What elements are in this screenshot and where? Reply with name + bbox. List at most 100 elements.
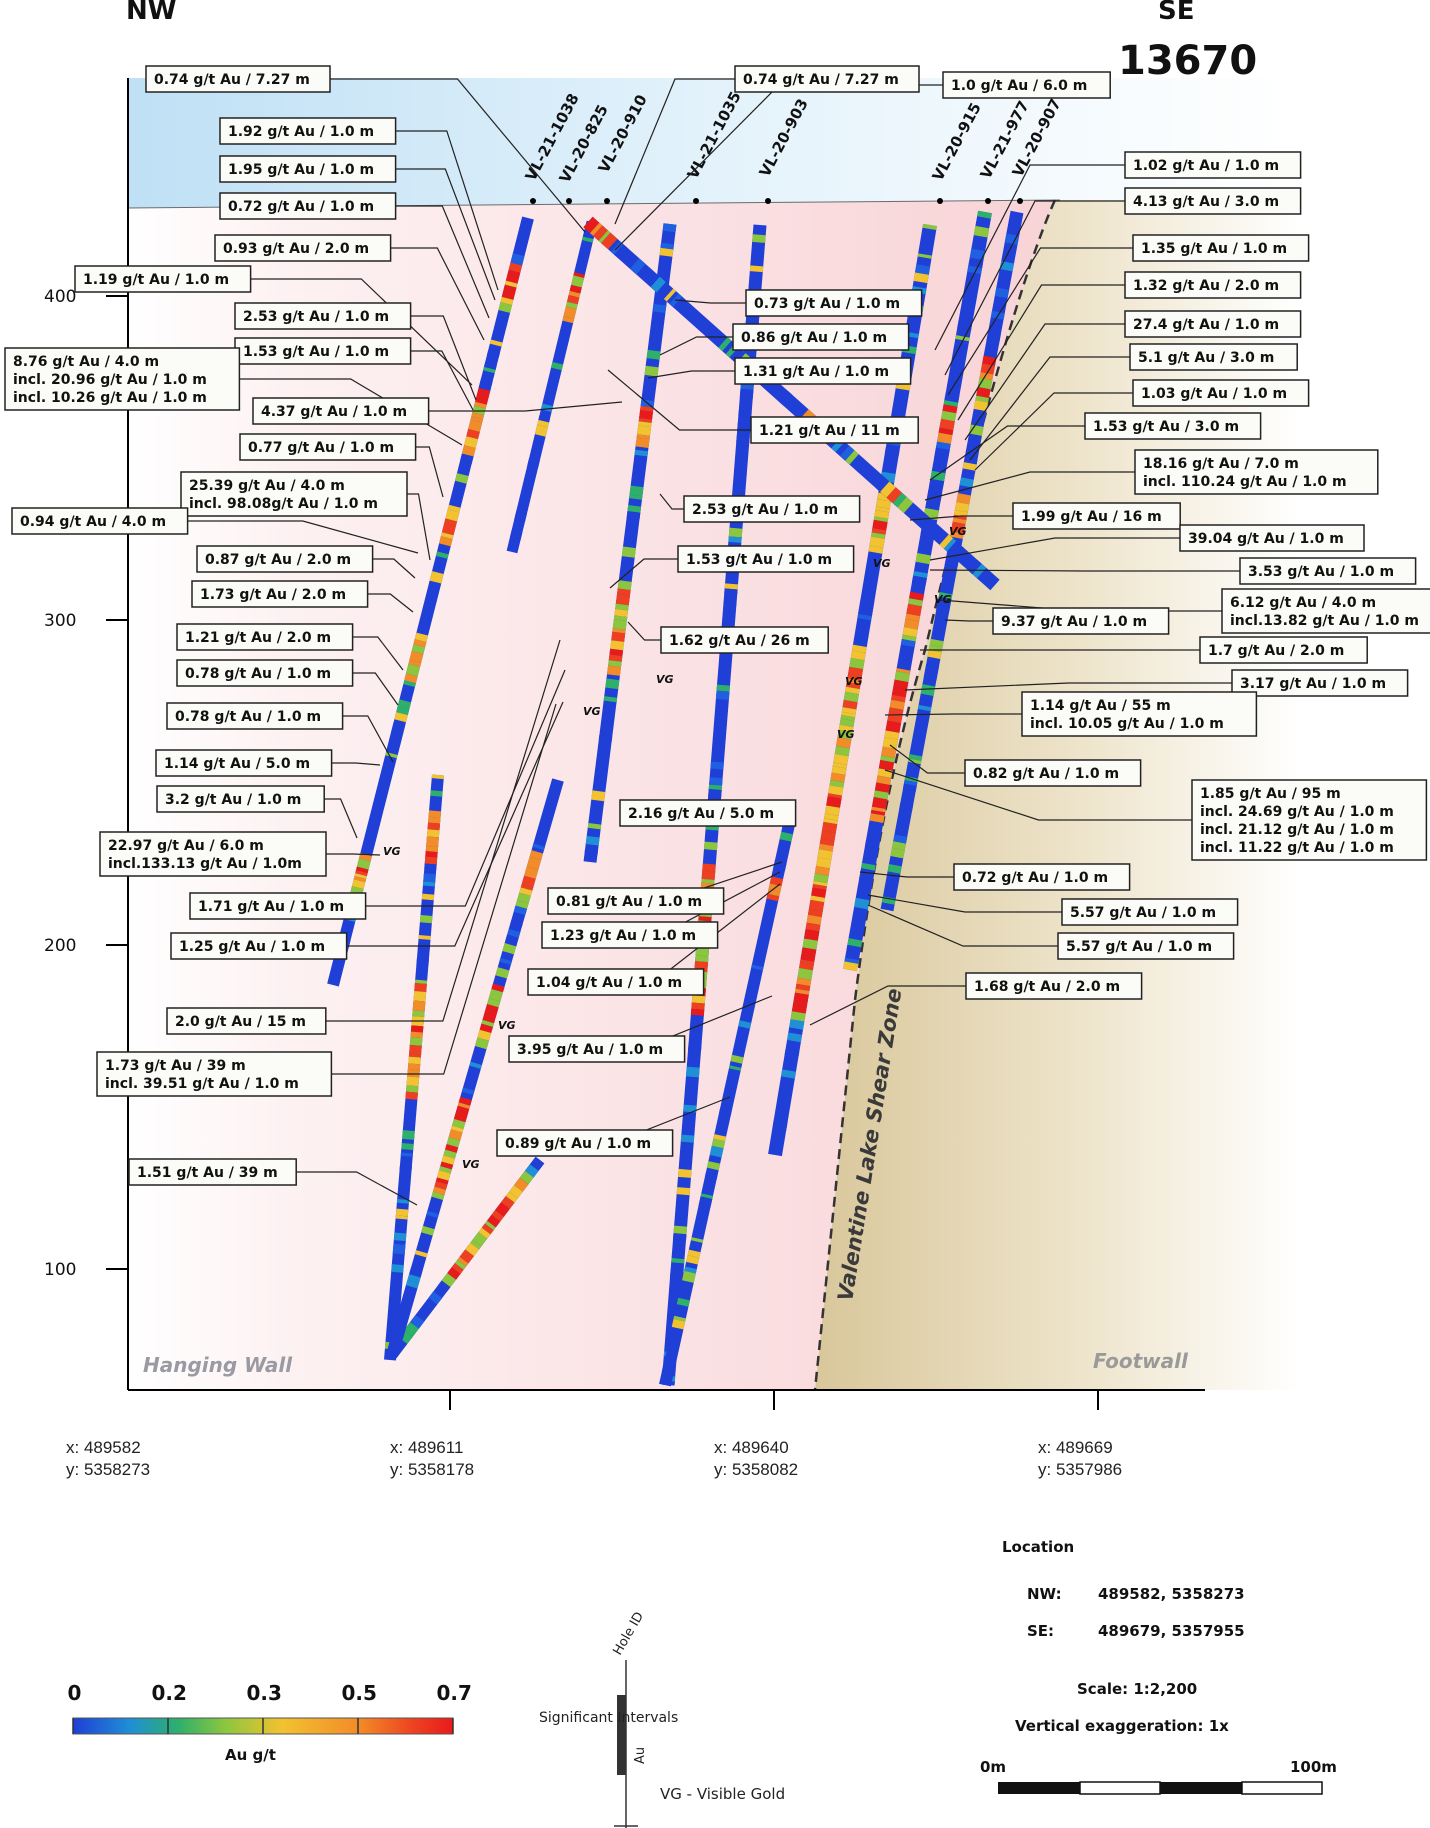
assay-segment [391, 1327, 406, 1339]
assay-segment [886, 487, 903, 504]
leader-line [407, 493, 431, 561]
assay-segment [410, 1314, 425, 1329]
callout-text: 1.25 g/t Au / 1.0 m [179, 939, 325, 955]
assay-segment [793, 992, 809, 1003]
assay-segment [913, 272, 929, 284]
assay-segment [395, 1208, 409, 1217]
assay-segment [397, 699, 412, 710]
assay-segment [956, 493, 971, 505]
assay-segment [414, 1250, 428, 1258]
callout-box [1061, 898, 1239, 926]
assay-segment [475, 392, 490, 405]
assay-segment [673, 1315, 686, 1322]
location-scale: Scale: 1:2,200 [1077, 1680, 1198, 1698]
drill-hole-trace [583, 223, 677, 863]
assay-segment [426, 829, 440, 838]
assay-segment [811, 887, 827, 898]
assay-segment [426, 836, 439, 847]
elevation-tick-label: 100 [44, 1260, 76, 1280]
interval-callout: 1.62 g/t Au / 26 m [660, 626, 829, 654]
legend-au: Au [633, 1747, 648, 1764]
callout-box [1124, 151, 1302, 179]
assay-segment [465, 1242, 480, 1257]
leader-line [410, 315, 477, 401]
assay-segment [845, 686, 860, 695]
legend-significant-intervals-text: Significant Intervals [539, 1710, 678, 1726]
easting-ticks [449, 1390, 1099, 1410]
assay-segment [904, 776, 919, 783]
interval-callout: 0.82 g/t Au / 1.0 m [964, 759, 1142, 787]
color-scale-tick-label: 0.5 [342, 1681, 377, 1705]
leader-line [324, 798, 358, 839]
assay-segment [410, 1025, 424, 1033]
callout-text: 1.04 g/t Au / 1.0 m [536, 975, 682, 991]
assay-segment [682, 1270, 696, 1283]
assay-segment [446, 1137, 461, 1148]
assay-segment [875, 477, 890, 492]
location-nw-value: 489582, 5358273 [1098, 1585, 1245, 1603]
assay-segment [691, 995, 706, 1004]
leader-line [929, 537, 1180, 561]
callout-text: 27.4 g/t Au / 1.0 m [1133, 317, 1279, 333]
assay-segment [612, 619, 627, 630]
assay-segment [905, 613, 921, 622]
collar-marker [765, 198, 771, 204]
assay-segment [569, 284, 582, 294]
leader-line [331, 703, 557, 1075]
interval-callout: 1.71 g/t Au / 1.0 m [189, 892, 367, 920]
assay-segment [893, 679, 909, 690]
assay-segment [982, 355, 997, 366]
leader-line [330, 78, 586, 233]
assay-segment [955, 335, 970, 342]
interval-callout: 2.16 g/t Au / 5.0 m [619, 799, 797, 827]
leader-line [867, 894, 1062, 913]
vg-marker: VG [873, 557, 891, 570]
interval-callout: 1.21 g/t Au / 11 m [750, 416, 919, 444]
callout-box [219, 192, 397, 220]
assay-segment [563, 306, 577, 319]
assay-segment [514, 511, 527, 523]
leader-line [947, 247, 1133, 396]
assay-segment [794, 988, 810, 995]
assay-segment [796, 977, 812, 987]
interval-callout: 2.53 g/t Au / 1.0 m [683, 495, 861, 523]
callout-box [547, 887, 725, 915]
assay-segment [614, 244, 629, 260]
location-nw-label: NW: [1027, 1585, 1062, 1603]
leader-line [884, 769, 1192, 821]
assay-segment [795, 983, 811, 992]
assay-segment [404, 673, 418, 684]
callout-text: 2.53 g/t Au / 1.0 m [692, 502, 838, 518]
assay-segment [834, 746, 850, 757]
callout-box [1012, 502, 1181, 530]
assay-segment [943, 400, 959, 407]
interval-callout: 9.37 g/t Au / 1.0 m [992, 607, 1170, 635]
callout-box [176, 659, 354, 687]
interval-callout: 0.77 g/t Au / 1.0 m [239, 433, 417, 461]
assay-segment [501, 1198, 513, 1209]
callout-text: 1.71 g/t Au / 1.0 m [198, 899, 344, 915]
assay-segment [781, 1069, 796, 1079]
assay-segment [787, 1032, 803, 1043]
assay-segment [967, 265, 983, 275]
callout-text: 2.16 g/t Au / 5.0 m [628, 806, 774, 822]
assay-segment [719, 1108, 732, 1116]
interval-callout: 1.53 g/t Au / 1.0 m [234, 337, 412, 365]
callout-box [180, 471, 408, 517]
assay-segment [894, 671, 910, 683]
interval-callout: 0.86 g/t Au / 1.0 m [732, 323, 910, 351]
assay-segment [907, 758, 922, 765]
leader-line [352, 672, 399, 706]
callout-box [683, 495, 861, 523]
interval-callout: 1.14 g/t Au / 5.0 m [155, 749, 333, 777]
callout-text: 1.21 g/t Au / 2.0 m [185, 630, 331, 646]
assay-segment [842, 699, 858, 710]
assay-segment [507, 928, 521, 938]
interval-callout: 1.19 g/t Au / 1.0 m [74, 265, 252, 293]
assay-segment [426, 1210, 439, 1219]
assay-segment [874, 782, 891, 793]
leader-line [929, 569, 1240, 572]
